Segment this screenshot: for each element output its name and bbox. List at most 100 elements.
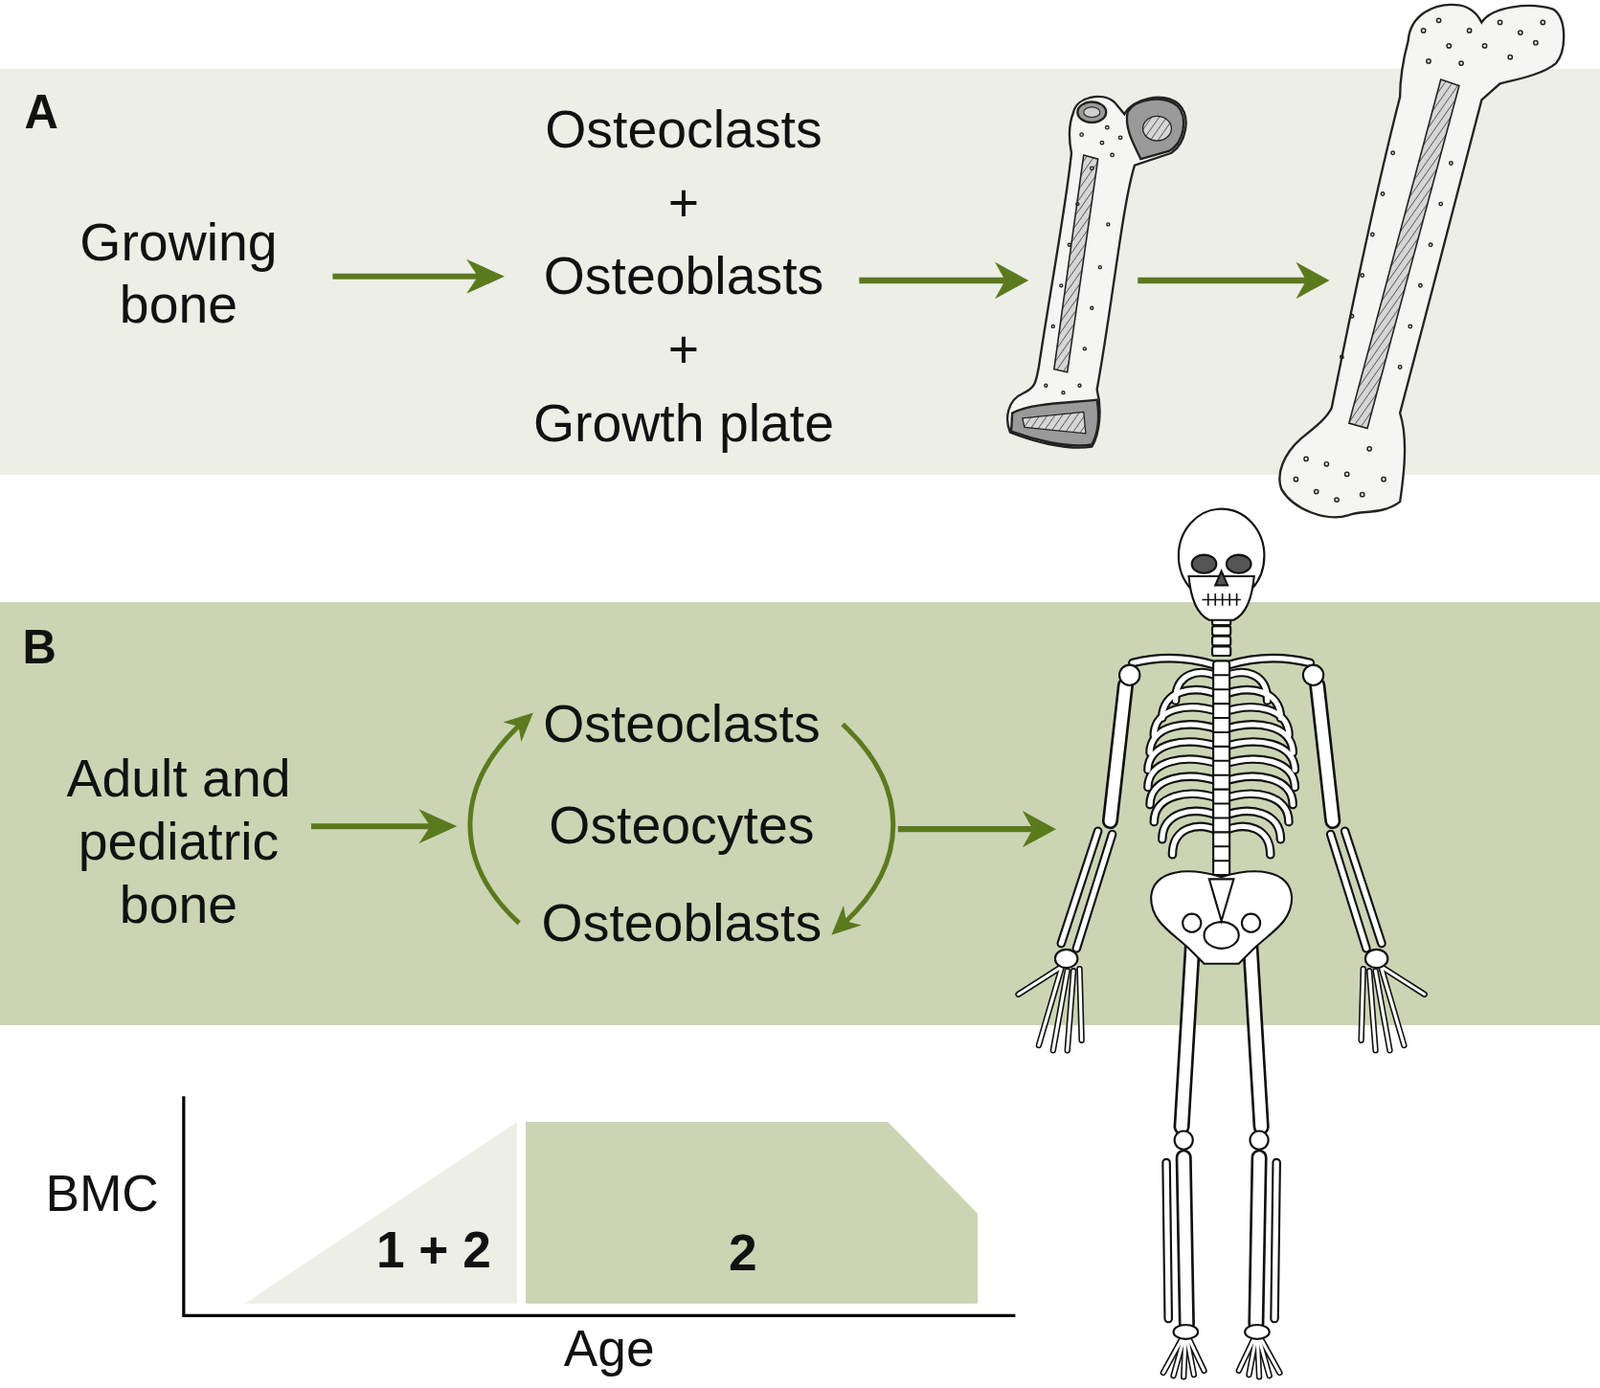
- process-label: Growing bone: [61, 211, 296, 337]
- illustration-part: [1213, 660, 1230, 896]
- illustration-part: [1304, 456, 1308, 461]
- arrow-connector: [332, 273, 480, 280]
- illustration-part: [1303, 665, 1324, 686]
- node-label: Osteoblasts: [541, 893, 823, 955]
- illustration-part: [1421, 28, 1426, 33]
- illustration-part: [1419, 284, 1422, 288]
- panel-letter: A: [24, 89, 59, 136]
- illustration-part: [1360, 493, 1365, 497]
- illustration-part: [1215, 571, 1228, 586]
- cell-label: Osteoclasts: [542, 694, 820, 756]
- label-holder: Age: [563, 1319, 655, 1378]
- illustration-part: [1078, 383, 1082, 387]
- illustration-part: [1051, 324, 1055, 328]
- illustration-part: [1182, 914, 1201, 933]
- illustration-part: [1067, 243, 1071, 247]
- illustration-part: [1241, 914, 1261, 933]
- illustration-part: [1497, 20, 1502, 24]
- process-label: Adult and pediatric bone: [61, 746, 296, 937]
- adult-femur: [1279, 4, 1564, 518]
- illustration-part: [1110, 153, 1114, 157]
- illustration-part: [1334, 497, 1339, 502]
- illustration-part: [1150, 871, 1292, 964]
- illustration-part: [1508, 55, 1512, 60]
- illustration-part: [1011, 400, 1099, 447]
- illustration-part: [1533, 41, 1538, 46]
- illustration-part: [1293, 18, 1545, 502]
- illustration-part: [1055, 509, 1388, 1340]
- growing-femur: [1007, 96, 1186, 449]
- illustration-part: [1109, 685, 1332, 1325]
- chart-region: 1 + 2: [245, 1122, 519, 1305]
- illustration-part: [1055, 949, 1078, 969]
- panel-band: AGrowing boneOsteoclasts+Osteoblasts+Gro…: [0, 68, 1600, 474]
- illustration-part: [1391, 151, 1395, 155]
- illustration-part: [1213, 675, 1230, 876]
- illustration-part: [1365, 949, 1388, 969]
- illustration-part: [1201, 593, 1240, 607]
- illustration-part: [1018, 964, 1425, 1377]
- illustration-part: [994, 262, 1029, 299]
- illustration-part: [1349, 79, 1460, 429]
- cell-stack: Osteoclasts+Osteoblasts+Growth plate: [533, 92, 834, 461]
- arrow-connector: [311, 823, 432, 830]
- illustration-part: [1226, 555, 1252, 574]
- label-holder: BMC: [45, 1164, 158, 1223]
- illustration-part: [1436, 18, 1441, 23]
- illustration-part: [1350, 315, 1353, 318]
- illustration-part: [1060, 658, 1382, 1320]
- region-fill: [525, 1122, 978, 1305]
- illustration-part: [1209, 878, 1235, 922]
- illustration-part: [1061, 391, 1065, 395]
- cell-label: +: [533, 313, 834, 387]
- illustration-part: [1118, 135, 1122, 139]
- illustration-part: [1204, 922, 1240, 949]
- illustration-part: [1449, 161, 1453, 165]
- illustration-part: [1192, 555, 1217, 574]
- node-label: Growing bone: [61, 211, 296, 337]
- illustration-part: [1212, 615, 1231, 626]
- illustration-part: [1397, 365, 1401, 369]
- illustration-part: [1360, 273, 1364, 277]
- axis-label: BMC: [45, 1164, 158, 1223]
- illustration-part: [898, 826, 1034, 833]
- cell-label: +: [533, 166, 834, 241]
- illustration-part: [1324, 462, 1329, 467]
- illustration-part: [1345, 472, 1350, 476]
- illustration-part: [1244, 1325, 1270, 1340]
- illustration-part: [1371, 232, 1375, 236]
- illustration-part: [1007, 96, 1186, 449]
- node-label: Osteocytes: [548, 795, 814, 857]
- chart-region: 2: [525, 1122, 978, 1305]
- cell-label: Growth plate: [533, 386, 834, 461]
- region-label: 2: [728, 1223, 758, 1283]
- cell-label: Osteoblasts: [533, 239, 834, 314]
- panel-letter: B: [22, 624, 56, 672]
- illustration-part: [1137, 277, 1307, 284]
- illustration-part: [1466, 28, 1471, 33]
- illustration-part: [1119, 665, 1140, 686]
- illustration-part: [1212, 626, 1231, 636]
- illustration-part: [1083, 107, 1101, 118]
- skeleton: [1018, 509, 1425, 1378]
- illustration-part: [1279, 4, 1564, 518]
- illustration-part: [1090, 166, 1094, 170]
- cell-label: Osteoclasts: [533, 92, 834, 167]
- illustration-part: [1105, 125, 1109, 129]
- illustration-part: [1060, 658, 1382, 1320]
- illustration-part: [1518, 30, 1523, 35]
- chart-axes: [183, 1096, 1016, 1316]
- arrow-connector: [842, 724, 894, 924]
- illustration-part: [1428, 243, 1432, 247]
- illustration-part: [1082, 347, 1086, 351]
- illustration-part: [1044, 383, 1048, 387]
- illustration-part: [1106, 223, 1110, 226]
- illustration-part: [1293, 477, 1298, 482]
- illustration-part: [1482, 44, 1487, 48]
- illustration-part: [1540, 20, 1545, 24]
- flow-arrow: [858, 262, 1330, 849]
- illustration-part: [1408, 324, 1412, 328]
- arrow-connector: [470, 724, 521, 924]
- node-label: Osteoclasts: [542, 694, 820, 756]
- illustration-part: [1076, 202, 1080, 206]
